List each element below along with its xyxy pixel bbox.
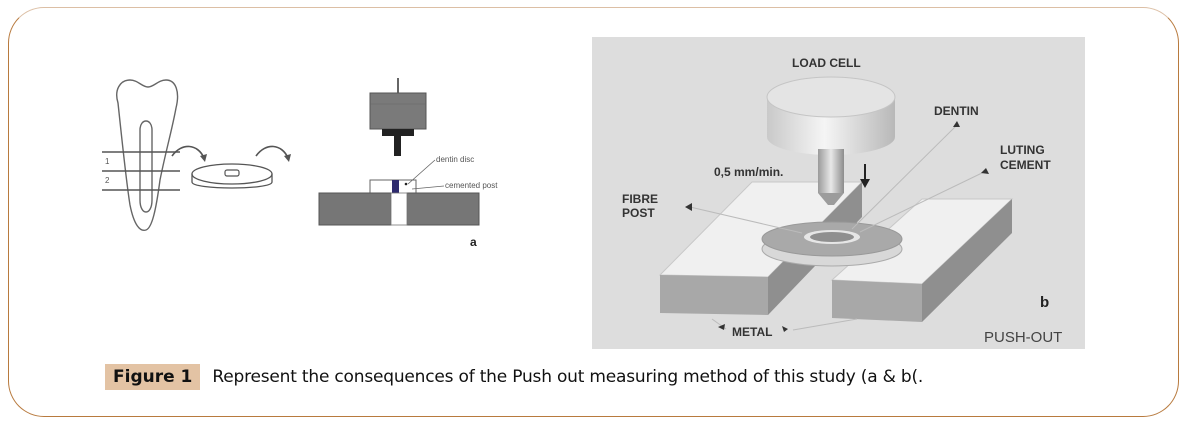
figure-frame <box>8 7 1179 417</box>
speed-label: 0,5 mm/min. <box>714 165 783 179</box>
fibre-post-label-line1: FIBRE <box>622 192 658 206</box>
luting-cement-label-line2: CEMENT <box>1000 158 1051 172</box>
metal-bar-right-side <box>922 199 1012 322</box>
metal-bar-right-front <box>832 280 922 322</box>
cemented-post <box>392 180 399 193</box>
load-cell-top <box>766 76 896 118</box>
panel-b-letter: b <box>1040 294 1049 311</box>
curved-arrow-icon <box>171 145 205 159</box>
plunger-tip <box>394 136 401 156</box>
load-cell-pin <box>818 149 844 193</box>
panel-a-letter: a <box>470 235 477 249</box>
figure-caption-text: Represent the consequences of the Push o… <box>212 367 924 387</box>
plunger-head <box>369 92 427 130</box>
curved-arrow-icon <box>255 145 289 159</box>
panel-b: LOAD CELL 0,5 mm/min. DENTIN LUTING CEME… <box>592 37 1085 349</box>
section-label-2: 2 <box>105 176 110 185</box>
fibre-post <box>810 232 854 242</box>
dentin-label: DENTIN <box>934 104 979 118</box>
root-canal <box>139 120 153 213</box>
section-label-1: 1 <box>105 157 110 166</box>
metal-label: METAL <box>732 325 772 339</box>
load-cell-label: LOAD CELL <box>792 56 861 70</box>
cemented-post-label: cemented post <box>445 181 498 190</box>
luting-cement-label-line1: LUTING <box>1000 143 1045 157</box>
metal-bar-left-front <box>660 275 768 315</box>
push-out-title: PUSH-OUT <box>984 329 1062 346</box>
figure-number-label: Figure 1 <box>105 364 201 390</box>
support-base-right <box>406 192 480 226</box>
support-gap <box>390 192 408 226</box>
support-base-left <box>318 192 392 226</box>
figure-caption: Figure 1 Represent the consequences of t… <box>105 364 923 390</box>
panel-a-diagram: 1 2 dentin disc cemented post a <box>102 78 498 249</box>
panel-a: 1 2 dentin disc cemented post a <box>90 60 570 260</box>
plunger-bar <box>382 129 414 136</box>
dentin-disc-side <box>191 174 273 189</box>
dentin-disc-label: dentin disc <box>436 155 474 164</box>
fibre-post-label-line2: POST <box>622 206 655 220</box>
post-hole <box>224 169 240 177</box>
panel-b-diagram: LOAD CELL 0,5 mm/min. DENTIN LUTING CEME… <box>622 56 1062 346</box>
tooth-outline <box>116 79 179 232</box>
